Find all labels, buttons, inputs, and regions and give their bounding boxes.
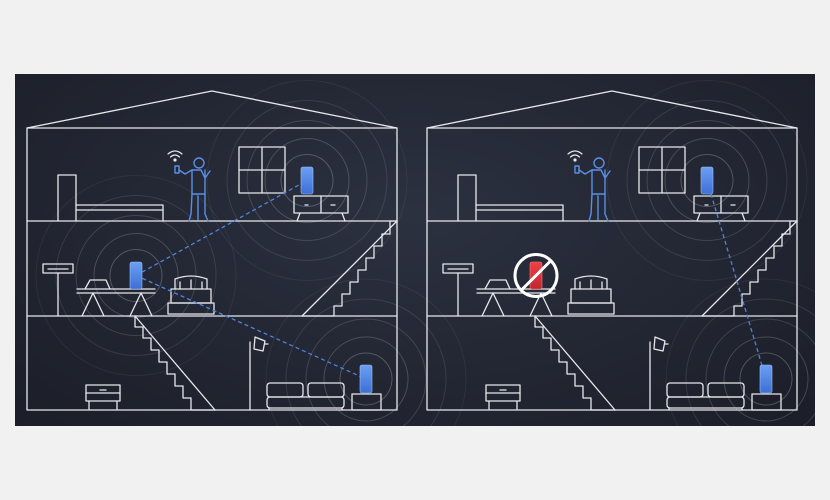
signal-rings <box>665 278 815 426</box>
mesh-middle-node-offline <box>426 80 815 426</box>
wifi-icon <box>567 150 583 162</box>
signal-rings <box>265 278 467 426</box>
mesh-all-nodes-active <box>26 80 467 426</box>
scene-svg <box>26 80 815 426</box>
node-upstairs <box>300 166 314 195</box>
person-with-phone-icon <box>174 157 211 222</box>
mesh-network-illustration <box>15 74 815 426</box>
mesh-link <box>135 274 367 380</box>
house-outline <box>426 90 798 411</box>
wifi-icon <box>167 150 183 162</box>
person-with-phone-icon <box>574 157 611 222</box>
no-symbol-icon <box>513 253 559 298</box>
mesh-link <box>135 179 308 277</box>
node-upstairs <box>700 166 714 195</box>
node-basement <box>759 364 773 394</box>
node-basement <box>359 364 373 394</box>
node-middle-floor <box>129 261 143 290</box>
